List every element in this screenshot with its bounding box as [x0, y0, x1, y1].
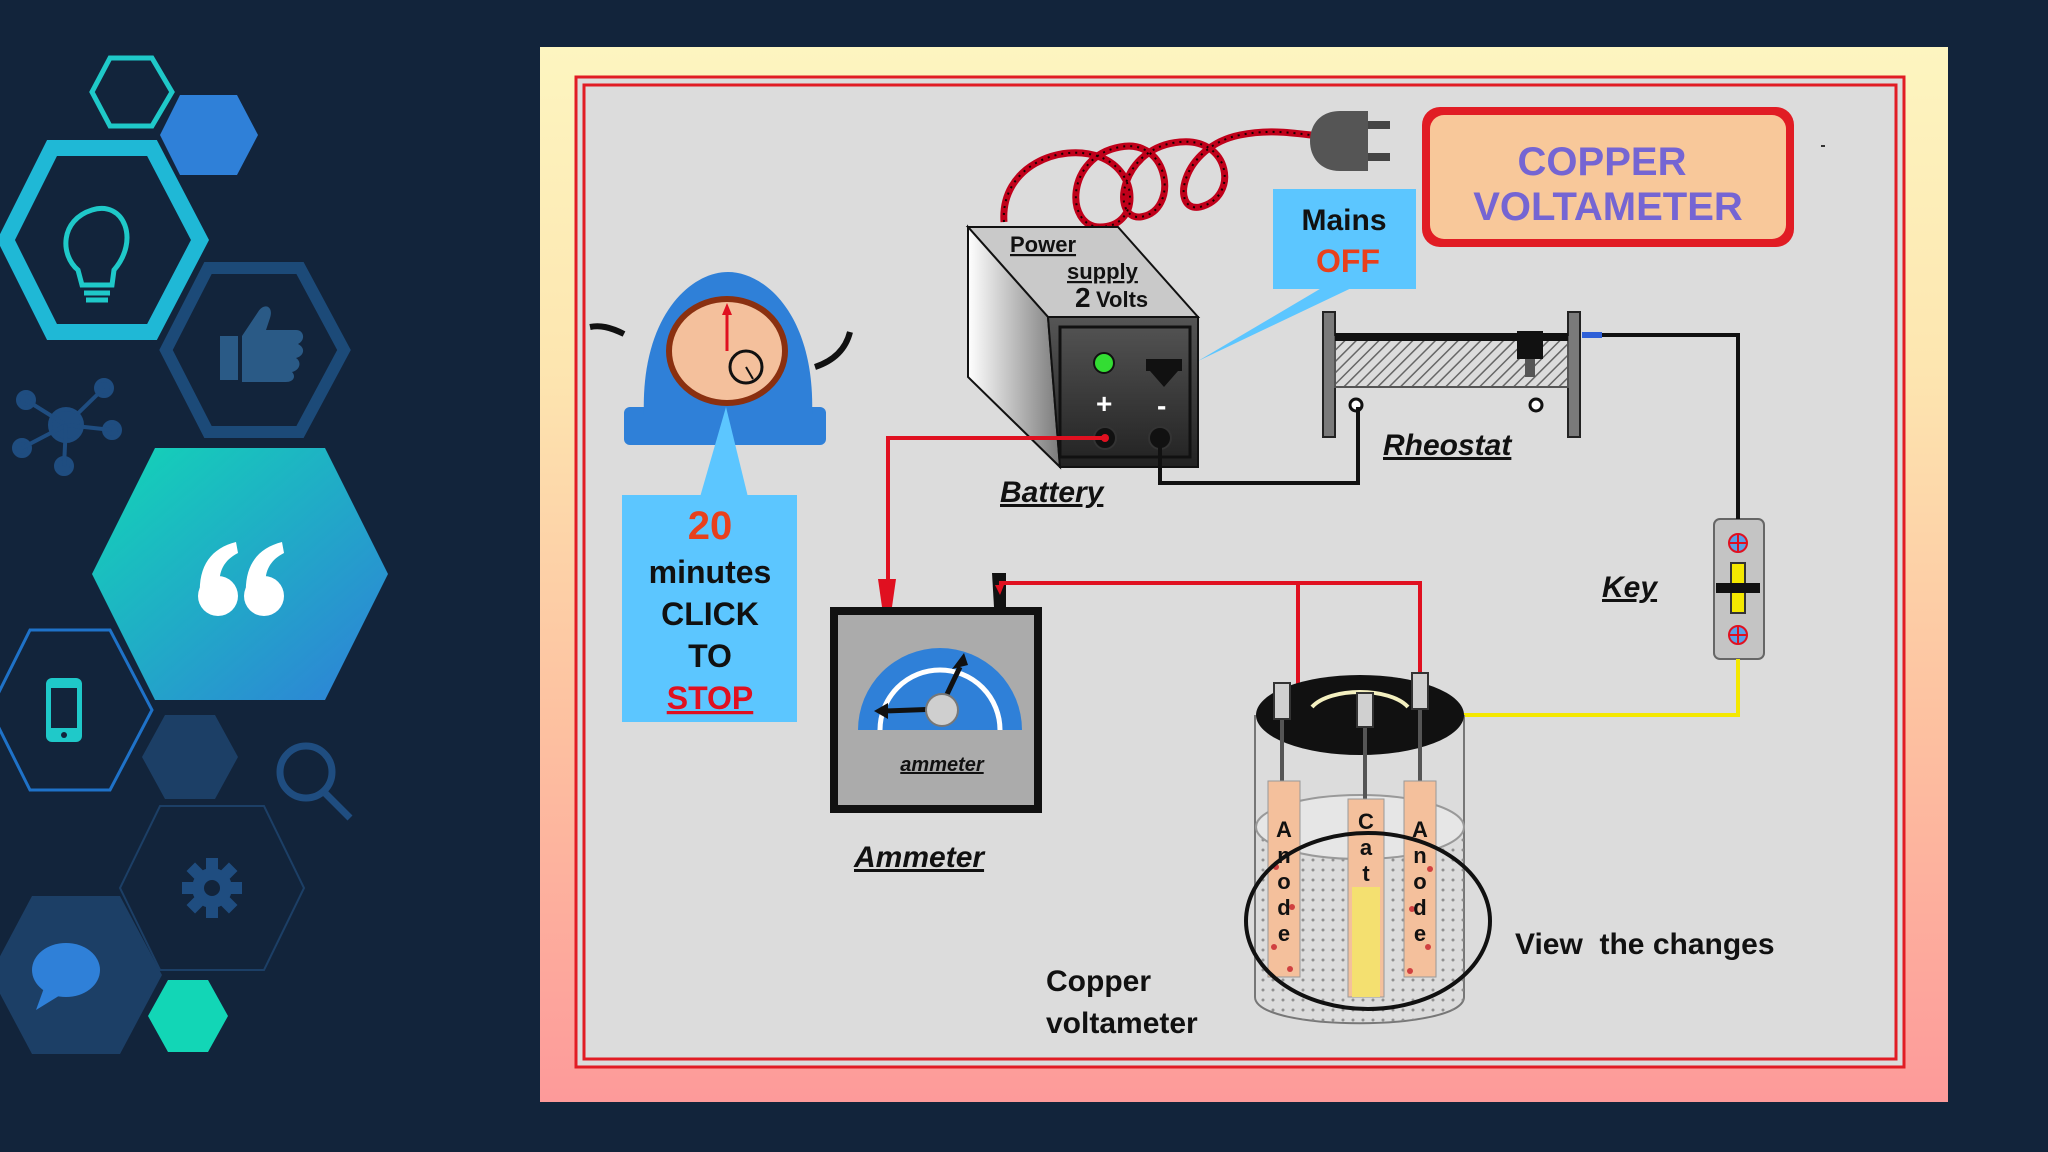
sidebar-decoration	[0, 55, 388, 1054]
negative-terminal	[1148, 426, 1172, 450]
hexagon-teal-small	[148, 980, 228, 1052]
circuit-wires	[886, 333, 1740, 717]
key-label: Key	[1602, 571, 1658, 604]
thumbs-up-icon	[220, 306, 304, 382]
slide-panel: COPPER VOLTAMETER Mains OFF Power supply…	[540, 47, 1948, 1102]
quote-icon	[198, 542, 284, 616]
chat-bubble-icon	[32, 943, 100, 1010]
rheostat[interactable]	[1322, 311, 1602, 438]
power-switch[interactable]	[1146, 359, 1182, 387]
supply-label: supply	[1067, 259, 1139, 284]
hexagon-outline-small	[89, 55, 175, 129]
view-changes-ring[interactable]	[1244, 831, 1492, 1011]
cathode-letter-3: t	[1362, 861, 1370, 886]
smartphone-icon	[46, 678, 82, 742]
mains-label: Mains	[1301, 204, 1386, 237]
cathode-letter-1: C	[1358, 809, 1374, 834]
view-changes-label[interactable]: View the changes	[1515, 928, 1775, 961]
minus-sign: -	[1157, 390, 1166, 421]
volts-unit: Volts	[1096, 287, 1148, 312]
hexagon-quote	[92, 448, 388, 700]
copper-voltameter-label-1: Copper	[1046, 965, 1151, 998]
anode-right-letter-5: e	[1414, 921, 1426, 946]
hexagon-dark	[142, 715, 238, 799]
cathode-letter-2: a	[1360, 835, 1373, 860]
battery-label: Battery	[1000, 476, 1105, 509]
copper-voltameter-diagram: COPPER VOLTAMETER Mains OFF Power supply…	[574, 75, 1906, 1069]
anode-right-letter-1: A	[1412, 817, 1428, 842]
plug-key[interactable]	[1713, 518, 1765, 660]
anode-left-letter-1: A	[1276, 817, 1292, 842]
power-label: Power	[1010, 232, 1076, 257]
power-supply[interactable]: Power supply 2 Volts + -	[965, 224, 1201, 470]
anode-left-letter-4: d	[1277, 895, 1290, 920]
search-icon	[276, 742, 353, 821]
timer-to-label: TO	[688, 638, 732, 674]
stop-clock[interactable]	[589, 272, 853, 445]
hexagon-lightbulb	[0, 140, 210, 340]
title-line1: COPPER	[1518, 140, 1687, 184]
ammeter[interactable]: ammeter	[830, 573, 1042, 813]
anode-left-letter-5: e	[1278, 921, 1290, 946]
copper-voltameter-label-2: voltameter	[1046, 1007, 1198, 1040]
rheostat-label: Rheostat	[1383, 429, 1513, 462]
title-box: COPPER VOLTAMETER	[1422, 107, 1794, 247]
ammeter-face-label: ammeter	[900, 754, 985, 776]
timer-stop-button[interactable]: STOP	[667, 680, 754, 716]
anode-left-letter-3: o	[1277, 869, 1290, 894]
volts-value: 2	[1075, 282, 1091, 313]
plus-sign: +	[1096, 388, 1112, 419]
lightbulb-icon	[63, 205, 130, 303]
timer-minutes-value: 20	[688, 504, 733, 548]
hexagon-blue	[160, 95, 258, 175]
gear-icon	[182, 858, 242, 918]
anode-right-letter-2: n	[1413, 843, 1426, 868]
mains-state: OFF	[1316, 243, 1380, 279]
power-cord-dots	[1002, 130, 1336, 229]
hexagon-gear	[118, 805, 306, 971]
timer-click-label: CLICK	[661, 596, 759, 632]
anode-right-letter-4: d	[1413, 895, 1426, 920]
anode-right-letter-3: o	[1413, 869, 1426, 894]
mains-callout[interactable]: Mains OFF	[1198, 189, 1416, 361]
network-icon	[12, 378, 122, 476]
power-indicator-led	[1093, 352, 1115, 374]
mains-plug[interactable]	[1310, 111, 1390, 171]
title-line2: VOLTAMETER	[1473, 185, 1743, 229]
ammeter-label: Ammeter	[853, 841, 986, 874]
timer-minutes-label: minutes	[649, 554, 772, 590]
copper-voltameter[interactable]: A n o d e C a t A n o d e	[1244, 672, 1492, 1025]
timer-callout[interactable]: 20 minutes CLICK TO STOP	[622, 407, 797, 722]
